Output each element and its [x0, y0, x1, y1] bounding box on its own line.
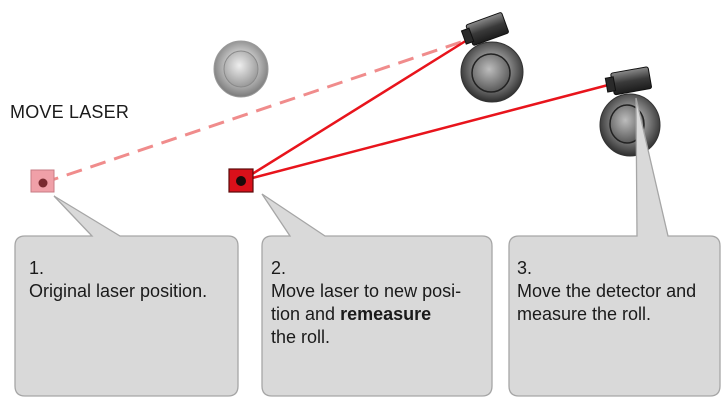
- callout-line: Move laser to new posi-: [271, 281, 462, 301]
- callout-text-1: 1. Original laser position.: [29, 257, 207, 303]
- callout-line: measure the roll.: [517, 304, 652, 324]
- callout-line: Move the detector and: [517, 281, 697, 301]
- callout-number: 2.: [271, 258, 287, 278]
- laser-beam-to-detector-2: [240, 82, 613, 183]
- detector-camera-icon: [460, 12, 524, 103]
- callout-line: the roll.: [271, 327, 331, 347]
- callout-number: 1.: [29, 258, 45, 278]
- detector-ghost-icon: [213, 40, 269, 98]
- callout-box-1: [14, 195, 239, 397]
- laser-emitter-icon: [228, 168, 254, 193]
- callout-text-3: 3. Move the detector and measure the rol…: [517, 257, 696, 326]
- callout-box-2: [261, 193, 493, 397]
- callout-line-prefix: tion and: [271, 304, 341, 324]
- laser-emitter-faded-icon: [30, 169, 55, 193]
- callout-text-2: 2. Move laser to new posi- tion and reme…: [271, 257, 461, 349]
- callout-number: 3.: [517, 258, 533, 278]
- callout-line: Original laser position.: [29, 281, 208, 301]
- callout-emphasis: remeasure: [340, 304, 432, 324]
- laser-beam-to-detector-1: [240, 35, 473, 183]
- section-title: MOVE LASER: [10, 102, 130, 122]
- callout-line: tion and remeasure: [271, 303, 461, 326]
- callout-box-3: [508, 97, 721, 397]
- detector-camera-icon: [599, 66, 661, 157]
